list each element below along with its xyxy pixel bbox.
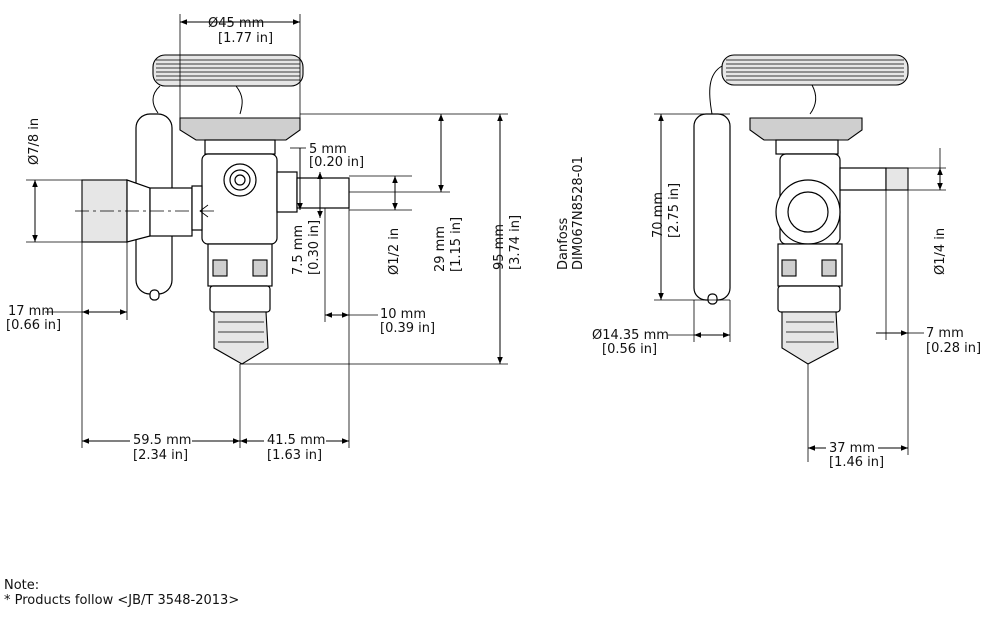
- drawing-code: DIM067N8528-01: [571, 156, 586, 270]
- dim-14mm: Ø14.35 mm [0.56 in]: [592, 300, 731, 357]
- dim-10mm: 10 mm [0.39 in]: [324, 208, 435, 448]
- dim-415-mm: 41.5 mm: [267, 433, 325, 448]
- dim-29mm: 29 mm [1.15 in]: [300, 113, 464, 272]
- dim-top-diameter: Ø45 mm [1.77 in]: [179, 14, 301, 118]
- dim-outlet-diameter: Ø1/2 in: [349, 175, 412, 275]
- dim-37mm: 37 mm [1.46 in]: [807, 364, 908, 470]
- dim-5mm: 5 mm [0.20 in]: [290, 142, 364, 210]
- dim-17mm: 17 mm [0.66 in]: [6, 242, 128, 333]
- dim-415-in: [1.63 in]: [267, 448, 322, 463]
- dim-12-in: Ø1/2 in: [387, 228, 402, 275]
- dim-10-mm: 10 mm: [380, 307, 426, 322]
- dim-595-mm: 59.5 mm: [133, 433, 191, 448]
- dim-95-in: [3.74 in]: [508, 215, 523, 270]
- note-heading: Note:: [4, 578, 40, 593]
- drawing-id: Danfoss DIM067N8528-01: [556, 156, 586, 270]
- right-valve-view: 70 mm [2.75 in] Ø14.35 mm [0.56 in] Ø1/4…: [592, 54, 981, 470]
- dim-14-in: [0.56 in]: [602, 342, 657, 357]
- dim-top-dia-mm: Ø45 mm: [208, 16, 264, 31]
- dim-14-mm: Ø14.35 mm: [592, 328, 669, 343]
- dim-17-mm: 17 mm: [8, 304, 54, 319]
- dim-29-mm: 29 mm: [433, 226, 448, 272]
- right-sensing-bulb: [693, 113, 731, 305]
- dim-5-in: [0.20 in]: [309, 155, 364, 170]
- dim-70-in: [2.75 in]: [667, 183, 682, 238]
- dim-37-in: [1.46 in]: [829, 455, 884, 470]
- dim-10-in: [0.39 in]: [380, 321, 435, 336]
- dim-70mm: 70 mm [2.75 in]: [651, 113, 730, 301]
- dim-7mm: 7 mm [0.28 in]: [876, 190, 981, 455]
- dim-75-in: [0.30 in]: [307, 220, 322, 275]
- right-capillary-coil: [709, 54, 909, 115]
- dim-95mm: 95 mm [3.74 in]: [240, 113, 523, 365]
- left-power-head: [179, 117, 301, 155]
- dim-inlet-diameter: Ø7/8 in: [26, 118, 82, 243]
- dim-70-mm: 70 mm: [651, 192, 666, 238]
- note-line: * Products follow <JB/T 3548-2013>: [4, 593, 240, 608]
- left-valve-view: Ø45 mm [1.77 in] Ø7/8 in 5 mm [0.20 in] …: [6, 14, 523, 463]
- dim-top-dia-in: [1.77 in]: [218, 31, 273, 46]
- dim-5-mm: 5 mm: [309, 142, 347, 157]
- dim-14-dia-in: Ø1/4 in: [933, 228, 948, 275]
- right-power-head: [749, 117, 863, 155]
- dim-outlet-diameter-right: Ø1/4 in: [908, 148, 948, 275]
- dim-75-mm: 7.5 mm: [291, 225, 306, 275]
- left-inlet-fitting: [75, 179, 200, 243]
- dim-95-mm: 95 mm: [492, 224, 507, 270]
- dim-17-in: [0.66 in]: [6, 318, 61, 333]
- drawing-brand: Danfoss: [556, 217, 571, 270]
- dim-7-5mm: 7.5 mm [0.30 in]: [291, 172, 323, 275]
- dim-78-in: Ø7/8 in: [27, 118, 42, 165]
- dim-29-in: [1.15 in]: [449, 217, 464, 272]
- dim-37-mm: 37 mm: [829, 441, 875, 456]
- dim-7-mm: 7 mm: [926, 326, 964, 341]
- dim-595-in: [2.34 in]: [133, 448, 188, 463]
- left-body: [191, 153, 350, 365]
- dim-bottom: 59.5 mm [2.34 in] 41.5 mm [1.63 in]: [81, 242, 349, 463]
- right-body: [775, 153, 909, 365]
- dim-7-in: [0.28 in]: [926, 341, 981, 356]
- left-capillary-coil: [152, 54, 304, 115]
